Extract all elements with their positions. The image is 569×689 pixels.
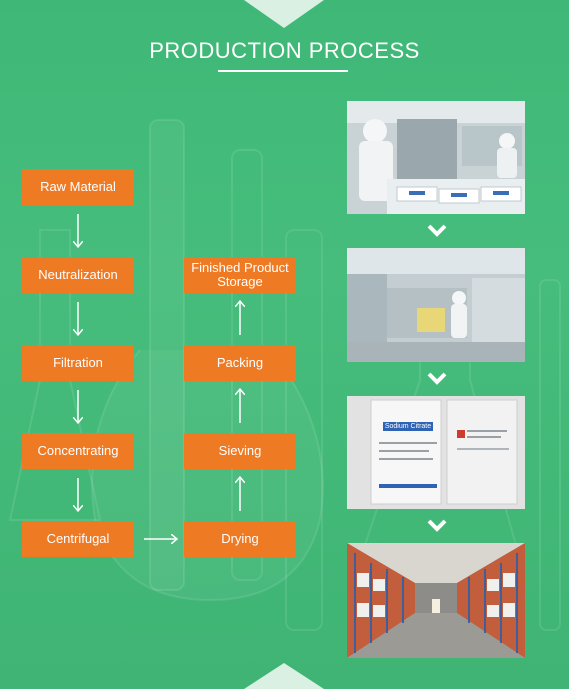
step-label: Neutralization	[38, 267, 118, 282]
title-underline	[218, 70, 348, 72]
step-sieving: Sieving	[184, 433, 296, 469]
step-concentrating: Concentrating	[22, 433, 134, 469]
step-label: Drying	[221, 531, 259, 546]
photo-product-bags: Sodium Citrate	[347, 396, 525, 509]
step-finished-product-storage: Finished Product Storage	[184, 257, 296, 293]
photo-production-line	[347, 248, 525, 362]
step-label: Centrifugal	[46, 531, 110, 546]
step-label: Concentrating	[37, 443, 119, 458]
step-centrifugal: Centrifugal	[22, 521, 134, 557]
step-drying: Drying	[184, 521, 296, 557]
page-title: PRODUCTION PROCESS	[149, 38, 420, 63]
bag-label: Sodium Citrate	[384, 423, 432, 430]
photo-cleanroom-lab	[347, 101, 525, 214]
production-line-image	[347, 248, 525, 362]
photo-warehouse	[347, 543, 525, 658]
chevron-down-icon	[427, 372, 447, 385]
bottom-notch	[244, 663, 324, 689]
step-label: Sieving	[218, 443, 262, 458]
step-label: Finished Product Storage	[191, 260, 289, 289]
top-notch	[244, 0, 324, 28]
cleanroom-lab-image	[347, 101, 525, 214]
step-packing: Packing	[184, 345, 296, 381]
warehouse-image	[347, 543, 525, 658]
step-raw-material: Raw Material	[22, 169, 134, 205]
step-label: Packing	[216, 355, 264, 370]
step-label: Filtration	[53, 355, 103, 370]
step-neutralization: Neutralization	[22, 257, 134, 293]
chevron-down-icon	[427, 224, 447, 237]
step-filtration: Filtration	[22, 345, 134, 381]
product-bags-image	[347, 396, 525, 509]
chevron-down-icon	[427, 519, 447, 532]
step-label: Raw Material	[40, 179, 116, 194]
